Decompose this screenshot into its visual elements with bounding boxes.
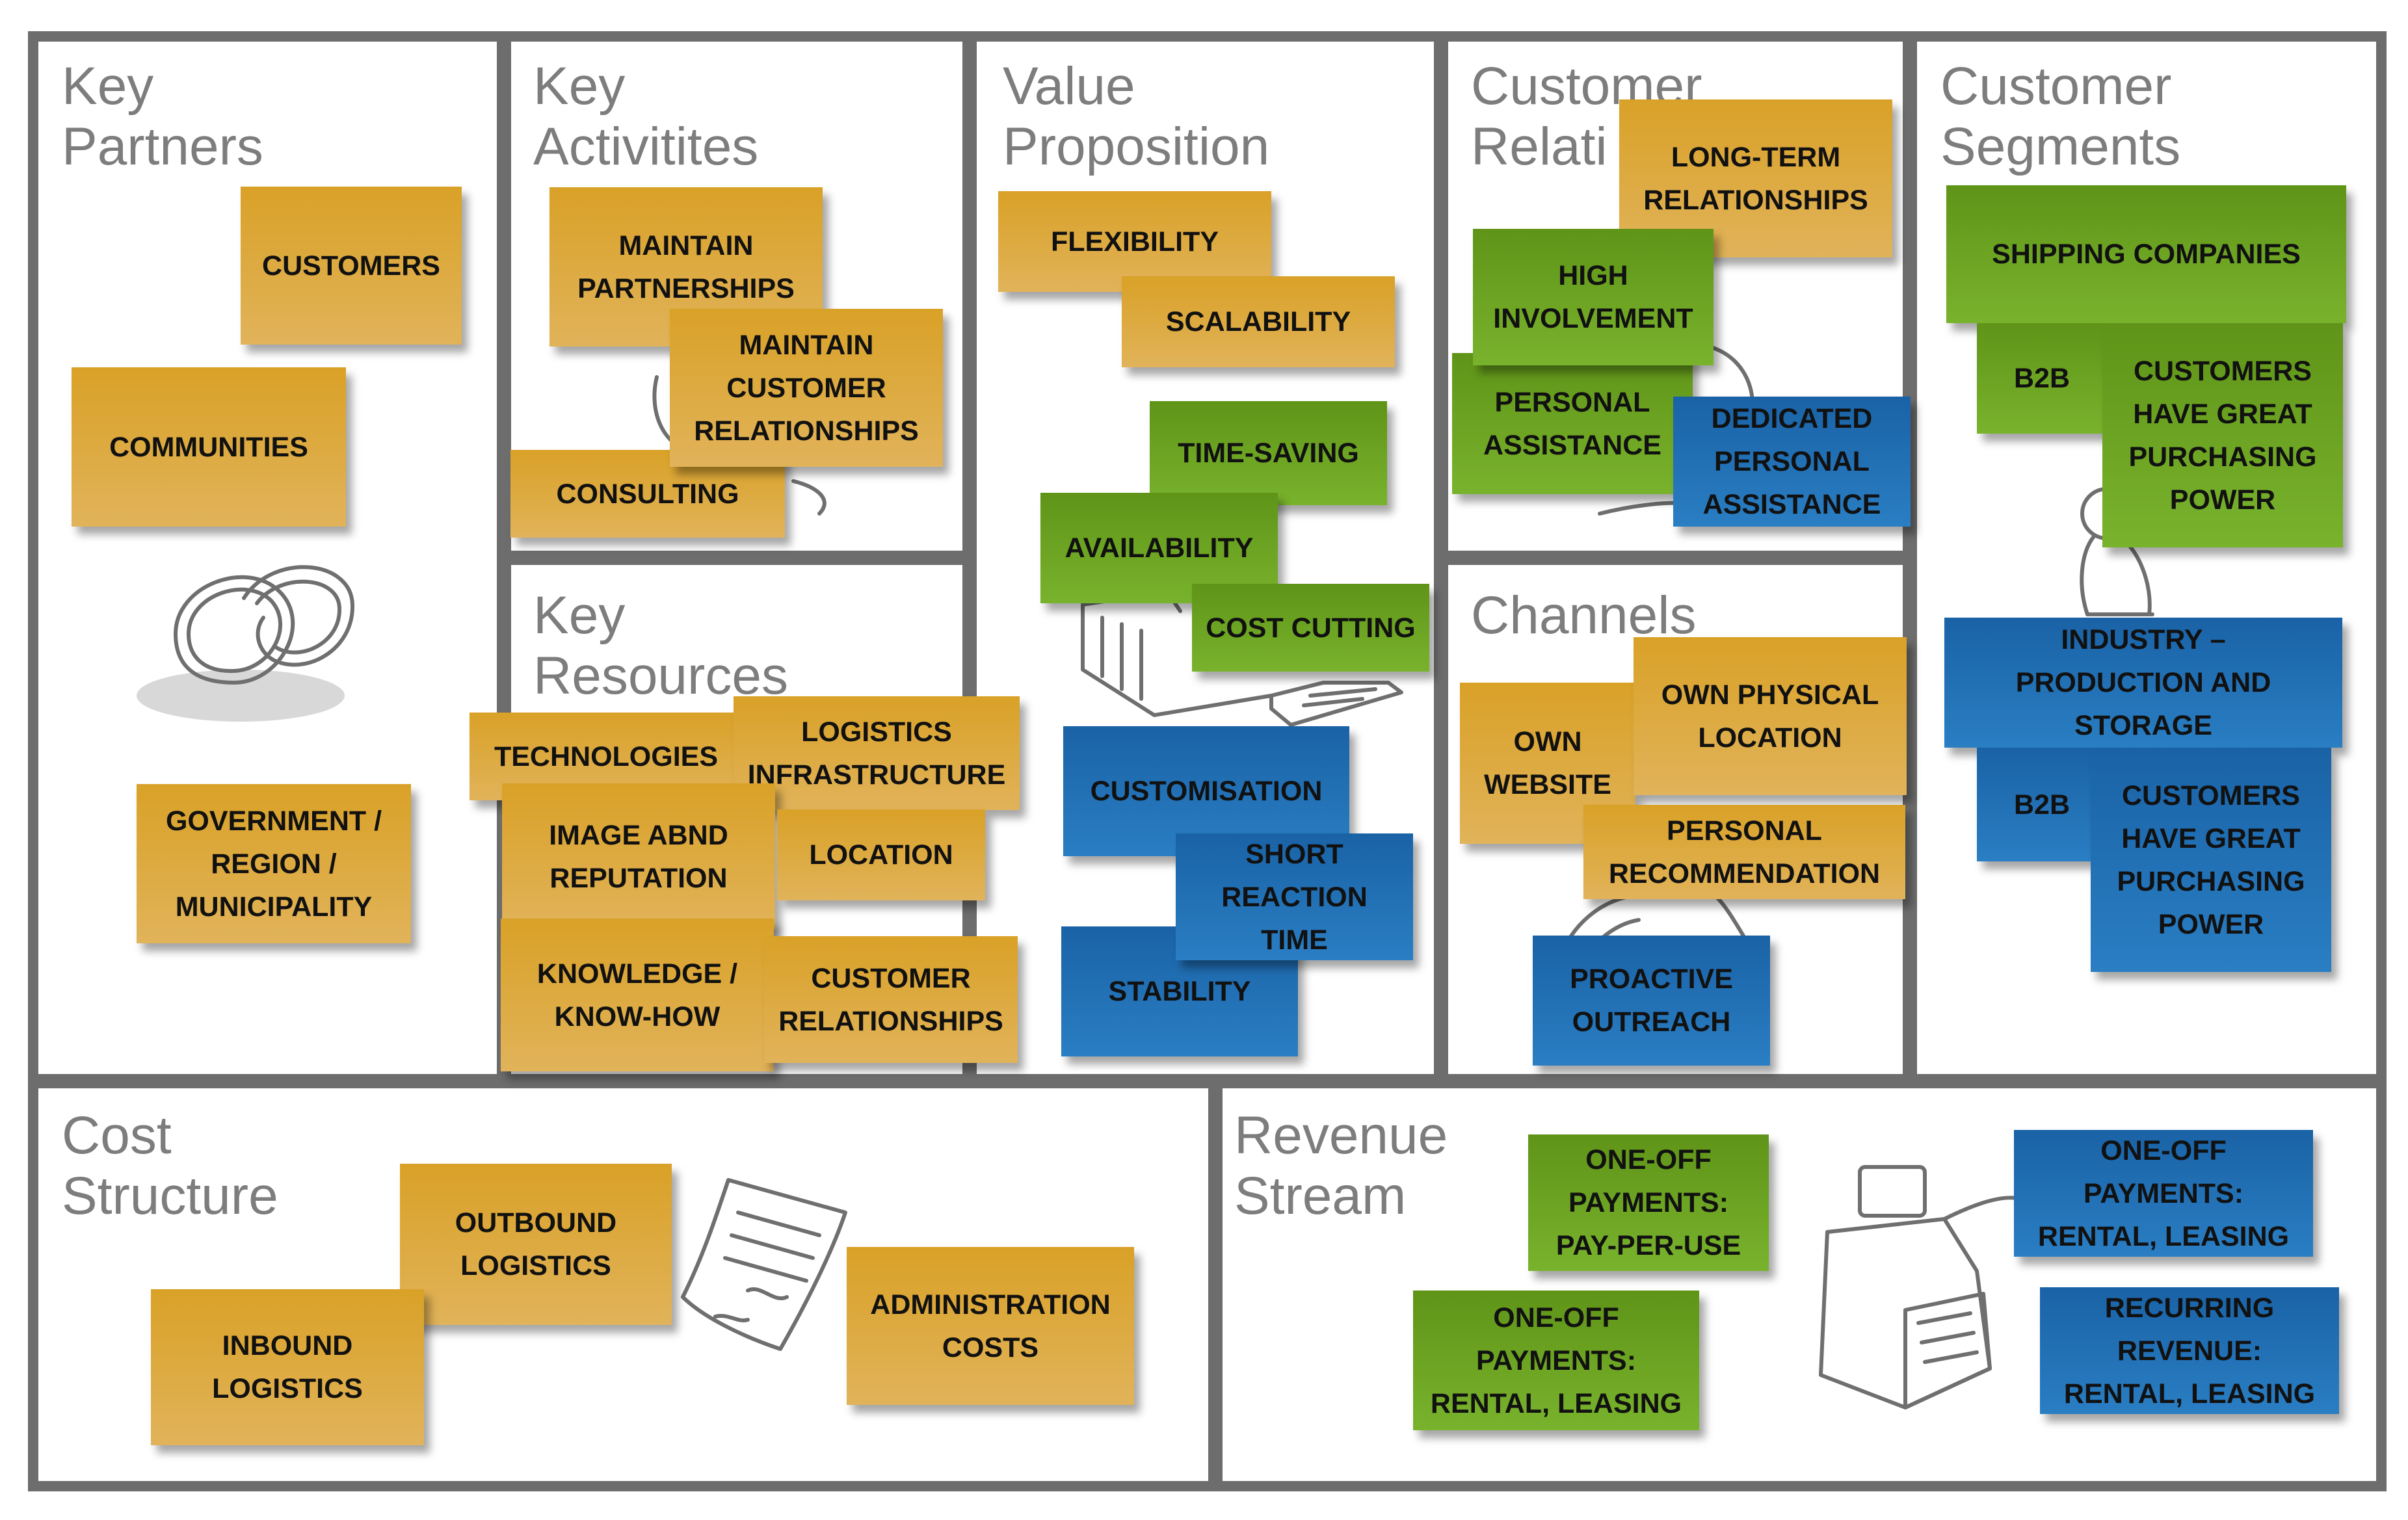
key-activities-title: Key Activitites <box>533 57 759 176</box>
sticky-note: RECURRING REVENUE: RENTAL, LEASING <box>2040 1287 2339 1414</box>
sticky-note: TIME-SAVING <box>1150 401 1387 505</box>
sticky-note: INBOUND LOGISTICS <box>151 1289 424 1445</box>
sticky-note: PERSONAL ASSISTANCE <box>1452 353 1693 494</box>
sticky-note: IMAGE ABND REPUTATION <box>502 783 775 930</box>
sticky-note: CUSTOMERS HAVE GREAT PURCHASING POWER <box>2091 748 2331 972</box>
sticky-note: MAINTAIN CUSTOMER RELATIONSHIPS <box>670 309 943 467</box>
value-proposition-title: Value Proposition <box>1003 57 1270 176</box>
sticky-note: ONE-OFF PAYMENTS: RENTAL, LEASING <box>2014 1130 2313 1257</box>
customer-segments-title: Customer Segments <box>1940 57 2181 176</box>
sticky-note: SHORT REACTION TIME <box>1176 833 1413 960</box>
sticky-note: COMMUNITIES <box>72 367 346 527</box>
sticky-note: CUSTOMERS <box>241 187 462 345</box>
sticky-note: B2B <box>1977 748 2107 861</box>
sticky-note: LOGISTICS INFRASTRUCTURE <box>734 696 1020 810</box>
sticky-note: CUSTOMER RELATIONSHIPS <box>764 936 1018 1063</box>
key-resources-title: Key Resources <box>533 586 788 705</box>
sticky-note: B2B <box>1977 323 2107 434</box>
sticky-note: COST CUTTING <box>1192 584 1429 672</box>
sticky-note: HIGH INVOLVEMENT <box>1473 229 1713 365</box>
sticky-note: OWN PHYSICAL LOCATION <box>1634 637 1907 795</box>
key-partners-title: Key Partners <box>62 57 263 176</box>
sticky-note: DEDICATED PERSONAL ASSISTANCE <box>1673 397 1911 527</box>
sticky-note: PROACTIVE OUTREACH <box>1533 936 1770 1066</box>
sticky-note: ONE-OFF PAYMENTS: RENTAL, LEASING <box>1413 1291 1699 1430</box>
channels-title: Channels <box>1471 586 1697 645</box>
cash-register-icon <box>1808 1154 2029 1414</box>
rings-icon <box>124 520 371 735</box>
sticky-note: PERSONAL RECOMMENDATION <box>1583 805 1905 899</box>
sticky-note: SHIPPING COMPANIES <box>1946 185 2346 323</box>
revenue-stream-title: Revenue Stream <box>1234 1106 1448 1225</box>
sticky-note: LOCATION <box>777 809 985 900</box>
sticky-note: OUTBOUND LOGISTICS <box>400 1164 672 1325</box>
sticky-note: SCALABILITY <box>1122 276 1395 367</box>
contract-icon <box>676 1173 884 1362</box>
sticky-note: INDUSTRY – PRODUCTION AND STORAGE <box>1944 618 2342 748</box>
sticky-note: CUSTOMERS HAVE GREAT PURCHASING POWER <box>2102 323 2343 547</box>
sticky-note: ADMINISTRATION COSTS <box>847 1247 1134 1405</box>
cost-structure-title: Cost Structure <box>62 1106 278 1225</box>
sticky-note: ONE-OFF PAYMENTS: PAY-PER-USE <box>1528 1134 1769 1271</box>
sticky-note: KNOWLEDGE / KNOW-HOW <box>501 919 774 1071</box>
sticky-note: FLEXIBILITY <box>998 191 1271 292</box>
sticky-note: GOVERNMENT / REGION / MUNICIPALITY <box>137 784 411 943</box>
